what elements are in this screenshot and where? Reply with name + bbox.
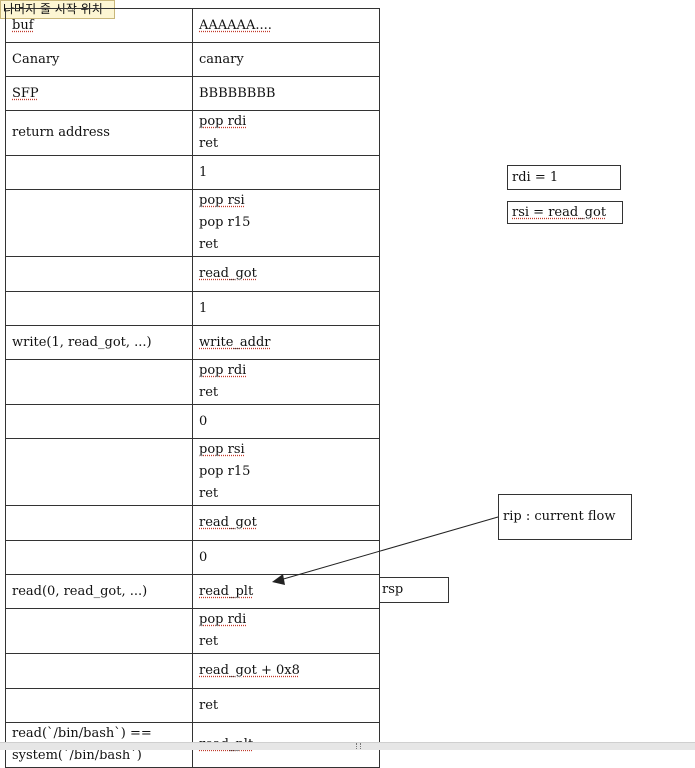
stack-row-label: read(0, read_got, ...) [5, 574, 193, 609]
stack-row: Canary canary [5, 42, 380, 77]
stack-row: 1 [5, 155, 380, 190]
stack-row-value: AAAAAA.... [192, 8, 380, 43]
rip-arrow-line [279, 516, 499, 581]
stack-row: SFP BBBBBBBB [5, 76, 380, 111]
stack-row-value-line: read_got [199, 266, 257, 281]
stack-row-value-line: ret [199, 385, 219, 400]
stack-row-value-line: 1 [199, 164, 208, 180]
stack-row-value-line: 1 [199, 300, 208, 316]
stack-row-value-line: pop rdi [199, 612, 247, 627]
stack-row-value-line: read_got [199, 515, 257, 530]
stack-row-value-line: ret [199, 136, 219, 151]
stack-row-value: write_addr [192, 325, 380, 360]
stack-row-value: BBBBBBBB [192, 76, 380, 111]
stack-row-label [5, 291, 193, 326]
scrollbar-grip[interactable] [356, 743, 361, 749]
horizontal-scrollbar[interactable] [0, 742, 695, 750]
stack-row-label [5, 438, 193, 506]
stack-row-value-line: pop rsi [199, 442, 245, 457]
stack-row: write(1, read_got, ...) write_addr [5, 325, 380, 360]
stack-row-value-line: pop r15 [199, 215, 251, 230]
stack-row-value: read_got [192, 256, 380, 292]
rsi-note-text: rsi = read_got [512, 205, 607, 220]
stack-row-value: read_plt [192, 574, 380, 609]
stack-row-value-line: 0 [199, 413, 208, 429]
stack-row-label-line: SFP [12, 85, 39, 101]
stack-row-value-line: AAAAAA.... [199, 17, 272, 33]
rip-pointer-arrow [272, 516, 499, 585]
stack-row-value-line: pop r15 [199, 464, 251, 479]
stack-row-value-line: pop rsi [199, 193, 245, 208]
stack-row-label-line: read(`/bin/bash`) == [12, 726, 152, 741]
stack-row: pop rdi ret [5, 359, 380, 405]
stack-row-label [5, 505, 193, 541]
stack-row-value-line: pop rdi [199, 114, 247, 129]
stack-row-value-line: ret [199, 634, 219, 649]
rsi-note: rsi = read_got [507, 201, 623, 224]
stack-row: ret [5, 688, 380, 723]
stack-row-value-line: ret [199, 486, 219, 501]
stack-row: read_got [5, 256, 380, 292]
stack-row: pop rsi pop r15 ret [5, 438, 380, 506]
stack-row-label-line: buf [12, 17, 34, 33]
stack-row-label: return address [5, 110, 193, 156]
stack-row-label: buf [5, 8, 193, 43]
stack-row-value: pop rsi pop r15 ret [192, 438, 380, 506]
stack-row-label: SFP [5, 76, 193, 111]
stack-row-value-line: 0 [199, 549, 208, 565]
stack-row-value: read_got + 0x8 [192, 653, 380, 689]
rip-arrow-head [272, 574, 285, 585]
stack-row-label-line: write(1, read_got, ...) [12, 334, 152, 350]
stack-row-value: pop rsi pop r15 ret [192, 189, 380, 257]
stack-row-label [5, 189, 193, 257]
stack-row-value-line: write_addr [199, 334, 271, 350]
rdi-note: rdi = 1 [507, 165, 621, 190]
rip-note: rip : current flow [498, 494, 632, 540]
stack-row-value-line: BBBBBBBB [199, 85, 276, 101]
stack-row: read(0, read_got, ...) read_plt [5, 574, 380, 609]
stack-row-label [5, 256, 193, 292]
stack-row-value: pop rdi ret [192, 359, 380, 405]
stack-row-value: pop rdi ret [192, 608, 380, 654]
stack-row-value-line: read_plt [199, 583, 254, 599]
stack-row-value: canary [192, 42, 380, 77]
stack-row: pop rsi pop r15 ret [5, 189, 380, 257]
stack-row-label-line: read(0, read_got, ...) [12, 583, 148, 599]
stack-row: 0 [5, 404, 380, 439]
stack-row: buf AAAAAA.... [5, 8, 380, 43]
rsp-marker: rsp [379, 577, 449, 603]
stack-row-value-line: ret [199, 237, 219, 252]
stack-row-value: 0 [192, 540, 380, 575]
stack-row: return address pop rdi ret [5, 110, 380, 156]
stack-row-label-line: return address [12, 125, 110, 140]
stack-row: 1 [5, 291, 380, 326]
stack-row-value-line: canary [199, 51, 244, 67]
stack-row-value-line: ret [199, 697, 219, 713]
stack-row-value-line: read_got + 0x8 [199, 663, 300, 678]
stack-row-value: 1 [192, 291, 380, 326]
stack-row-label-line: system(`/bin/bash`) [12, 748, 142, 763]
stack-row-label-line: Canary [12, 51, 60, 67]
stack-row-value-line: pop rdi [199, 363, 247, 378]
